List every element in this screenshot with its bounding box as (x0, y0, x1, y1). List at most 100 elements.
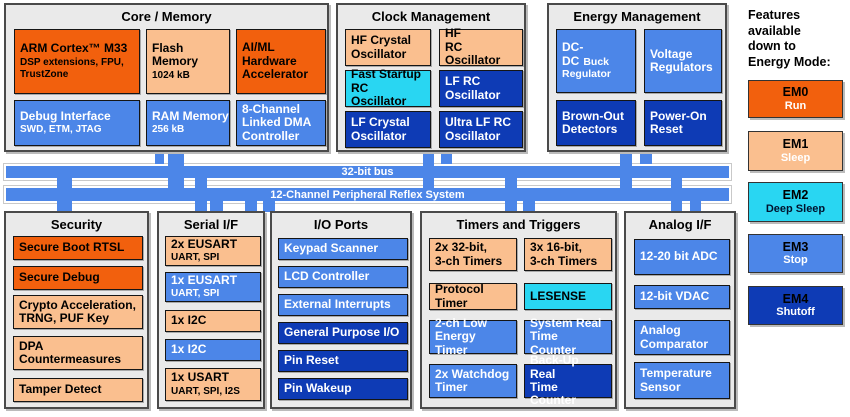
block-title: Fast Startup (351, 67, 422, 82)
block-title: 1x I2C (171, 313, 207, 328)
block-title-line2: RC Oscillator (351, 80, 407, 109)
section-title: Timers and Triggers (456, 217, 581, 232)
section-core-memory: Core / Memory ARM Cortex™ M33 DSP extens… (4, 3, 329, 152)
block-protocol-timer: Protocol Timer (429, 282, 517, 310)
block-arm-cortex-m33: ARM Cortex™ M33 DSP extensions, FPU, Tru… (14, 29, 140, 94)
block-title-line2: Regulator (562, 68, 612, 81)
block-dpa-countermeasures: DPA Countermeasures (13, 336, 143, 370)
block-title-line2: Oscillator (445, 128, 501, 143)
block-title: Analog (640, 323, 681, 338)
block-title: LESENSE (530, 288, 587, 303)
block-12-20bit-adc: 12-20 bit ADC (634, 239, 730, 275)
block-crypto-acceleration: Crypto Acceleration, TRNG, PUF Key (13, 295, 143, 329)
block-title: HF Crystal (351, 33, 412, 48)
legend-em4-shutoff: EM4 Shutoff (748, 286, 843, 325)
bus-reflex-label: 12-Channel Peripheral Reflex System (270, 188, 465, 201)
block-subtitle: DSP extensions, FPU, TrustZone (20, 56, 124, 80)
block-ram-memory: RAM Memory 256 kB (146, 100, 230, 146)
block-title-line2: Oscillator (445, 87, 501, 102)
block-title: Keypad Scanner (284, 241, 379, 256)
block-12bit-vdac: 12-bit VDAC (634, 285, 730, 309)
block-fast-startup-rc-oscillator: Fast Startup RC Oscillator (345, 67, 431, 109)
block-general-purpose-io: General Purpose I/O (278, 322, 408, 344)
block-brown-out-detectors: Brown-Out Detectors (556, 100, 636, 146)
block-subtitle: UART, SPI (171, 252, 220, 264)
block-pin-reset: Pin Reset (278, 350, 408, 372)
block-1x-eusart: 1x EUSART UART, SPI (165, 272, 261, 302)
block-title-line2: Oscillator (351, 46, 407, 61)
block-title: 12-20 bit ADC (640, 249, 718, 264)
block-subtitle: SWD, ETM, JTAG (20, 124, 102, 136)
bus-connector (505, 178, 517, 212)
block-title-line2: Reset (650, 122, 683, 136)
block-2x-32bit-timers: 2x 32-bit, 3-ch Timers (429, 238, 517, 271)
block-title: LF Crystal (351, 115, 410, 130)
block-title-line2: Oscillator (351, 128, 407, 143)
section-title: Serial I/F (183, 217, 239, 232)
block-1x-i2c-b: 1x I2C (165, 339, 261, 361)
block-title-line2: Time Counter (530, 329, 576, 357)
section-title: Clock Management (371, 9, 491, 24)
block-title-line2: RC Oscillator (445, 39, 501, 68)
block-lf-rc-oscillator: LF RC Oscillator (439, 70, 523, 107)
block-analog-comparator: Analog Comparator (634, 320, 730, 355)
bus-connector (155, 150, 164, 164)
block-title: 12-bit VDAC (640, 289, 710, 304)
block-title: 1x EUSART (171, 272, 238, 287)
block-lf-crystal-oscillator: LF Crystal Oscillator (345, 111, 431, 148)
block-title: Back-Up Real (530, 353, 579, 381)
block-2ch-low-energy-timer: 2-ch Low Energy Timer (429, 316, 517, 357)
block-title: DC-DC (562, 40, 584, 68)
section-title: Analog I/F (648, 217, 712, 232)
section-io-ports: I/O Ports Keypad Scanner LCD Controller … (270, 211, 412, 409)
bus-connector (523, 201, 535, 212)
bus-connector (423, 150, 434, 189)
block-title-line2: 3-ch Timers (530, 253, 598, 268)
block-title: Tamper Detect (19, 382, 102, 397)
legend-em1-sleep: EM1 Sleep (748, 131, 843, 171)
block-pin-wakeup: Pin Wakeup (278, 378, 408, 400)
block-title-line2: Time Counter (530, 380, 576, 408)
bus-connector (441, 150, 452, 164)
block-title: 3x 16-bit, (530, 240, 583, 255)
bus-connector (620, 150, 632, 189)
section-analog-if: Analog I/F 12-20 bit ADC 12-bit VDAC Ana… (624, 211, 736, 409)
block-system-real-time-counter: System Real Time Counter (524, 316, 612, 357)
block-backup-real-time-counter: Back-Up Real Time Counter (524, 353, 612, 407)
section-title: Energy Management (573, 9, 701, 24)
em-name: EM1 (782, 137, 809, 152)
block-title: Ultra LF RC (445, 115, 511, 130)
block-secure-boot-rtsl: Secure Boot RTSL (13, 236, 143, 260)
block-title: Power-On (650, 108, 707, 123)
block-secure-debug: Secure Debug (13, 266, 143, 290)
block-subtitle: UART, SPI, I2S (171, 385, 240, 397)
block-title: Secure Boot RTSL (19, 240, 125, 255)
block-title: Voltage (650, 46, 693, 61)
block-title-line2: Countermeasures (19, 352, 122, 366)
section-serial-if: Serial I/F 2x EUSART UART, SPI 1x EUSART… (157, 211, 265, 409)
em-label: Deep Sleep (765, 202, 826, 215)
block-title: 2x Watchdog (435, 366, 510, 381)
block-title: General Purpose I/O (284, 325, 400, 340)
block-title: LCD Controller (284, 269, 370, 284)
bus-connector (263, 201, 275, 212)
block-title-line2: 3-ch Timers (435, 253, 503, 268)
block-title-line2: Timer (435, 380, 468, 394)
block-subtitle: 1024 kB (152, 69, 190, 81)
block-title: Pin Reset (284, 353, 339, 368)
em-label: Sleep (780, 151, 811, 164)
bus-connector (210, 201, 223, 212)
block-title: 2x EUSART (171, 236, 238, 251)
block-1x-i2c-a: 1x I2C (165, 310, 261, 332)
em-name: EM3 (782, 239, 809, 254)
section-title: Security (50, 217, 103, 232)
block-voltage-regulators: Voltage Regulators (644, 29, 722, 93)
block-title: 8-Channel Linked DMA Controller (242, 101, 311, 143)
block-title-line2: Comparator (640, 336, 709, 351)
block-ultra-lf-rc-oscillator: Ultra LF RC Oscillator (439, 111, 523, 148)
block-title-line2: Energy Timer (435, 329, 476, 357)
bus-connector (671, 178, 682, 212)
section-security: Security Secure Boot RTSL Secure Debug C… (4, 211, 149, 409)
